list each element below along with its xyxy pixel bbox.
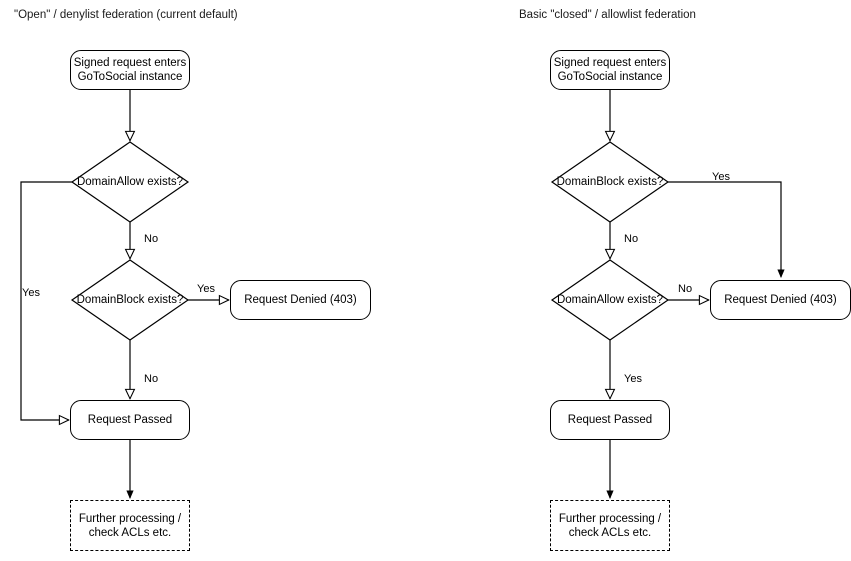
left-node-entry-line2: GoToSocial instance	[77, 71, 183, 83]
left-edge-label-domainallow-no: No	[144, 233, 159, 245]
right-node-entry: Signed request enters GoToSocial instanc…	[550, 50, 670, 90]
left-edge-domainallow-yes	[20, 181, 72, 420]
right-edge-label-domainblock-no: No	[624, 233, 639, 245]
right-node-entry-line2: GoToSocial instance	[557, 71, 663, 83]
left-node-request-denied: Request Denied (403)	[230, 280, 371, 320]
right-node-further-line2: check ACLs etc.	[568, 526, 652, 539]
right-node-further-line1: Further processing /	[558, 512, 662, 525]
right-edge-domainblock-yes	[668, 181, 781, 277]
left-node-request-passed: Request Passed	[70, 400, 190, 440]
left-node-entry: Signed request enters GoToSocial instanc…	[70, 50, 190, 90]
left-edge-label-domainallow-yes: Yes	[22, 287, 40, 299]
right-node-entry-line1: Signed request enters	[553, 57, 667, 69]
left-decision-domainblock-shape	[70, 259, 190, 341]
right-node-request-passed-label: Request Passed	[567, 414, 653, 426]
panel-title-open-denylist: "Open" / denylist federation (current de…	[14, 9, 238, 21]
left-node-entry-line1: Signed request enters	[73, 57, 187, 69]
left-edge-label-domainblock-yes: Yes	[197, 283, 215, 295]
right-node-request-denied: Request Denied (403)	[710, 280, 851, 320]
right-edge-label-domainallow-yes: Yes	[624, 373, 642, 385]
right-edge-label-domainblock-yes: Yes	[712, 171, 730, 183]
right-decision-domainblock-shape	[550, 141, 670, 223]
right-decision-domainallow-shape	[550, 259, 670, 341]
right-edge-label-domainallow-no: No	[678, 283, 693, 295]
panel-title-closed-allowlist: Basic "closed" / allowlist federation	[519, 9, 696, 21]
right-node-request-denied-label: Request Denied (403)	[724, 294, 837, 306]
left-node-request-passed-label: Request Passed	[87, 414, 173, 426]
left-edge-label-domainblock-no: No	[144, 373, 159, 385]
left-node-further-line1: Further processing /	[78, 512, 182, 525]
right-node-further-processing: Further processing / check ACLs etc.	[550, 500, 670, 551]
left-node-further-line2: check ACLs etc.	[88, 526, 172, 539]
left-node-further-processing: Further processing / check ACLs etc.	[70, 500, 190, 551]
right-node-request-passed: Request Passed	[550, 400, 670, 440]
left-decision-domainallow-shape	[70, 141, 190, 223]
left-node-request-denied-label: Request Denied (403)	[244, 294, 357, 306]
